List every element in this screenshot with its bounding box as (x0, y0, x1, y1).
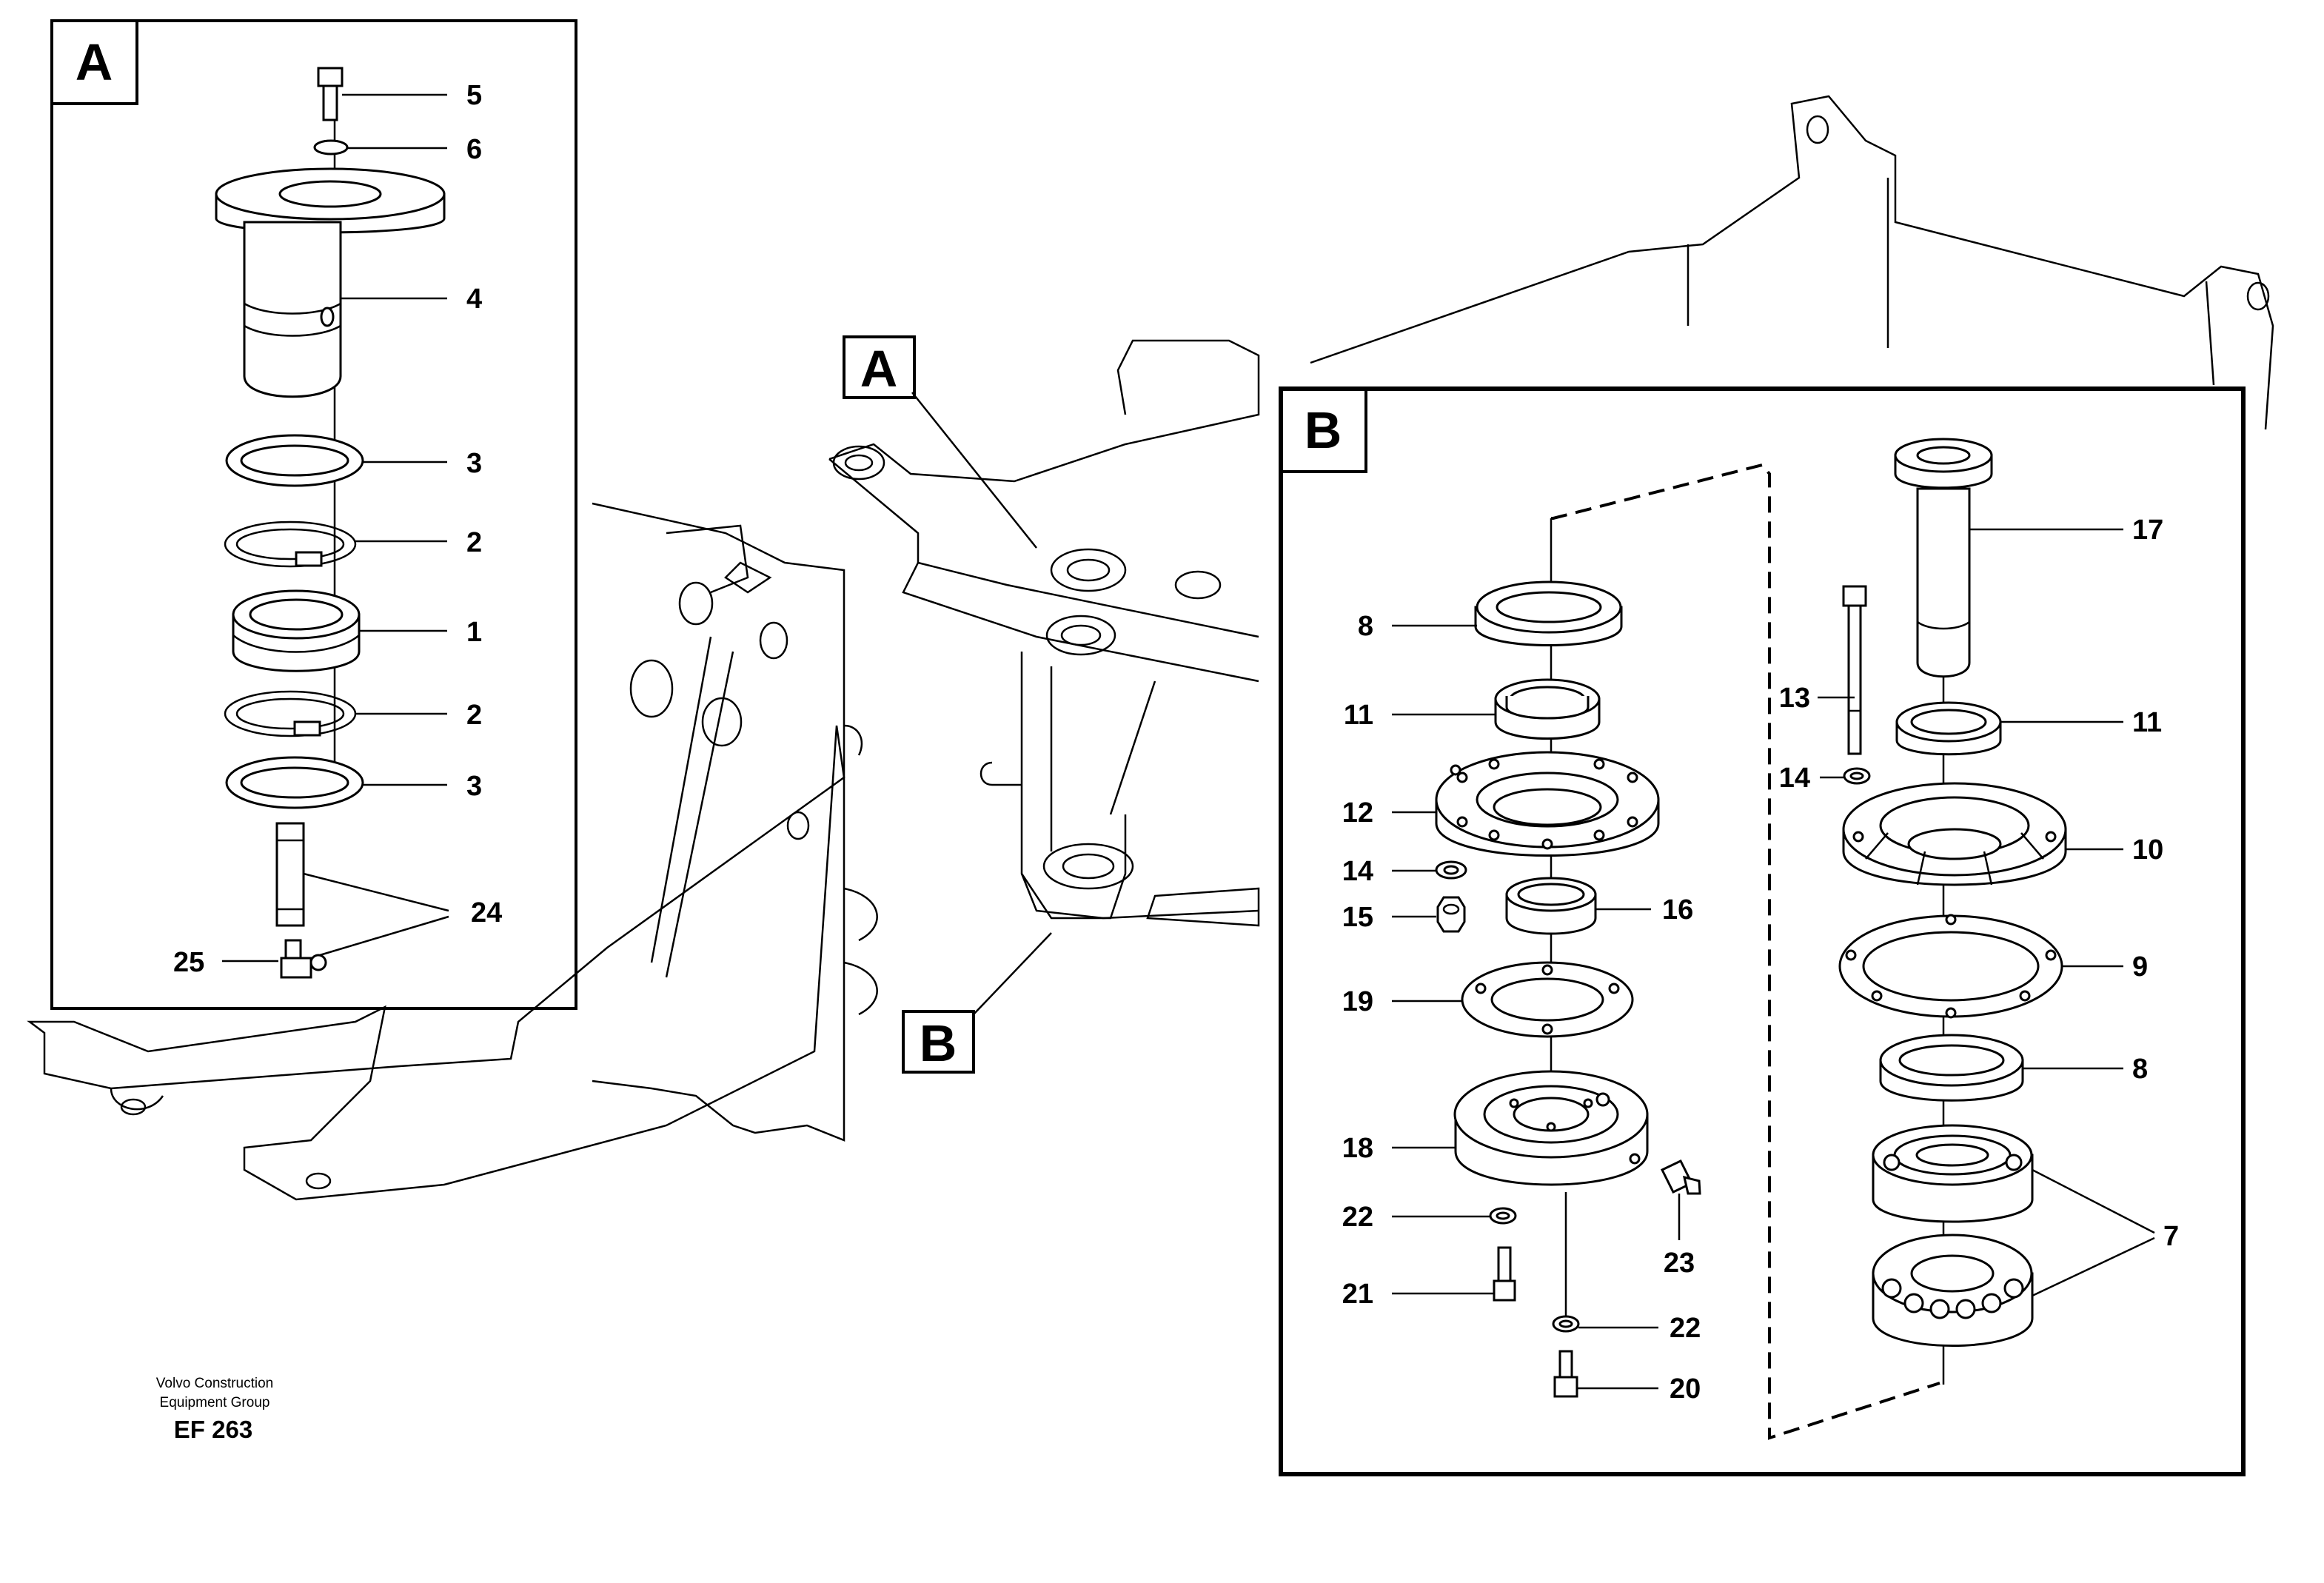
label-part-3-lower: 3 (466, 771, 482, 802)
dashed-assembly-link (1551, 463, 1940, 1440)
label-part-2-upper: 2 (466, 527, 482, 558)
callout-b: B (902, 932, 1052, 1074)
part-11-ring-right (1895, 701, 2002, 756)
part-2-snap-ring-lower (224, 690, 357, 737)
panel-b-labels: 8 11 12 14 15 16 19 18 22 21 22 20 23 17… (1342, 515, 2179, 1405)
chassis-frame-drawing (27, 95, 2274, 1201)
part-7-bearing-lower (1872, 1234, 2034, 1347)
part-7-bearing-upper (1872, 1124, 2034, 1223)
label-part-22-upper: 22 (1342, 1202, 1373, 1233)
part-8-seal-left (1474, 580, 1623, 646)
part-3-ring-upper (225, 434, 364, 487)
label-part-10: 10 (2132, 834, 2163, 866)
label-part-21: 21 (1342, 1279, 1373, 1310)
label-part-22-lower: 22 (1670, 1313, 1701, 1344)
label-part-6: 6 (466, 134, 482, 165)
panel-a-frame (50, 19, 577, 1010)
part-9-gasket (1838, 914, 2063, 1019)
drawing-code: EF 263 (174, 1416, 252, 1443)
label-part-18: 18 (1342, 1133, 1373, 1164)
label-part-11-right: 11 (2132, 707, 2162, 738)
label-part-19: 19 (1342, 986, 1373, 1017)
label-part-3-upper: 3 (466, 448, 482, 479)
callout-b-letter: B (920, 1014, 957, 1072)
label-part-23: 23 (1664, 1248, 1695, 1279)
part-5-bolt (317, 67, 344, 121)
label-part-13: 13 (1779, 683, 1810, 714)
callout-a-letter: A (860, 340, 898, 398)
part-19-gasket (1461, 961, 1634, 1038)
part-3-ring-lower (225, 756, 364, 809)
label-part-11-left: 11 (1344, 700, 1373, 731)
panel-a-letter: A (76, 33, 113, 91)
label-part-1: 1 (466, 617, 482, 648)
part-17-pin (1894, 438, 1993, 678)
label-part-2-lower: 2 (466, 700, 482, 731)
part-1-bearing (232, 589, 361, 672)
part-10-bearing-housing (1842, 782, 2067, 886)
label-part-7: 7 (2163, 1221, 2179, 1252)
label-part-16: 16 (1662, 894, 1693, 926)
part-11-ring-left (1494, 678, 1601, 740)
label-part-12: 12 (1342, 797, 1373, 829)
label-part-24: 24 (471, 897, 502, 928)
panel-a-label-box (50, 19, 138, 105)
part-23-grease-nipple (1660, 1159, 1701, 1195)
label-part-17: 17 (2132, 515, 2163, 546)
label-part-4: 4 (466, 284, 482, 315)
label-part-14-left: 14 (1342, 856, 1373, 887)
part-6-washer (313, 139, 349, 155)
publisher-credit: Volvo Construction Equipment Group EF 26… (156, 1376, 273, 1443)
part-24-pin (275, 822, 305, 927)
credit-line-1: Volvo Construction (156, 1376, 273, 1391)
label-part-8-right: 8 (2132, 1054, 2148, 1085)
part-4-bushing (215, 167, 446, 398)
panel-b-left-parts (1435, 580, 1701, 1398)
label-part-9: 9 (2132, 951, 2148, 983)
part-18-housing (1453, 1070, 1649, 1186)
part-12-flange (1435, 751, 1660, 857)
panel-b-letter: B (1305, 401, 1342, 459)
part-2-snap-ring-upper (224, 521, 357, 568)
part-15-nut (1436, 896, 1466, 933)
part-20-bolt (1553, 1350, 1578, 1398)
part-8-seal-right (1879, 1034, 2024, 1102)
credit-line-2: Equipment Group (160, 1395, 270, 1410)
label-part-20: 20 (1670, 1373, 1701, 1405)
label-part-14-right: 14 (1779, 763, 1810, 794)
label-part-15: 15 (1342, 902, 1373, 933)
callout-a: A (843, 335, 1037, 549)
label-part-25: 25 (173, 947, 204, 978)
panel-b-frame (1279, 386, 2246, 1476)
label-part-8-left: 8 (1358, 611, 1373, 642)
panel-a-leaders (222, 93, 449, 963)
label-part-5: 5 (466, 80, 482, 111)
panel-b-right-parts (1838, 438, 2067, 1385)
panel-a-labels: 5 6 4 3 2 1 2 3 24 25 (173, 80, 502, 978)
panel-b-label-box (1279, 387, 1367, 473)
panel-a-parts (215, 67, 446, 979)
part-25-grease-nipple (280, 939, 327, 979)
part-13-bolt (1842, 585, 1867, 755)
part-21-bolt (1493, 1246, 1516, 1302)
part-16-sleeve (1505, 877, 1597, 935)
panel-b-leaders (1392, 528, 2155, 1390)
